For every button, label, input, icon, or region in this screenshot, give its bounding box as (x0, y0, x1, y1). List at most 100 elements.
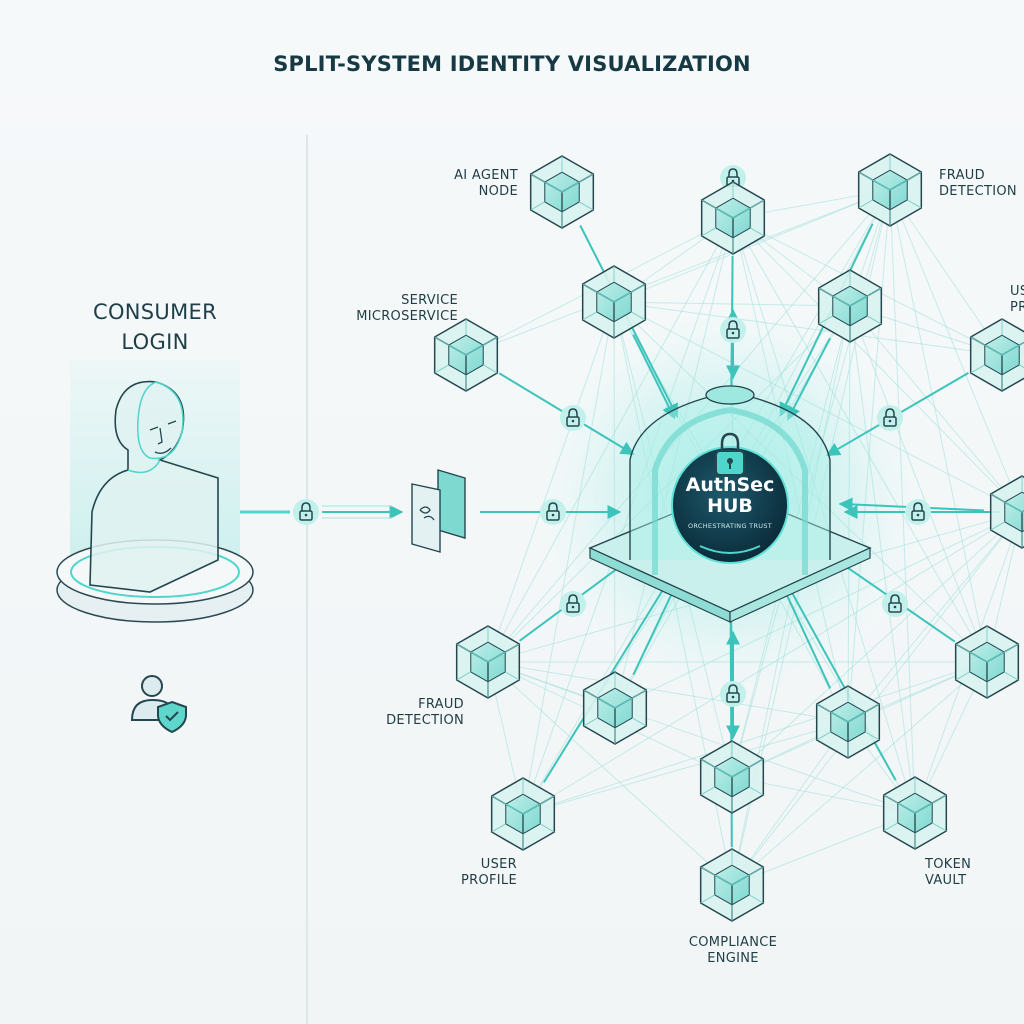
hub-title-line1: AuthSec (685, 474, 775, 496)
cube-upper-mid-left (581, 265, 647, 339)
hub-padlock-icon (715, 432, 745, 476)
mesh-link (487, 661, 733, 886)
cube-right-lower (954, 625, 1020, 699)
label-line1: TOKEN (925, 857, 972, 872)
label-line2: ENGINE (707, 951, 759, 966)
lock-badge-icon (560, 591, 586, 617)
user-shield-icon (130, 675, 187, 734)
lock-badge-icon (720, 317, 746, 343)
cube-token-vault (882, 776, 948, 850)
mesh-link (732, 217, 988, 663)
cube-upper-mid-right (817, 269, 883, 343)
label-line1: COMPLIANCE (688, 935, 778, 950)
mesh-link (522, 511, 1023, 815)
hub-spoke-arrow (780, 582, 832, 689)
mesh-link (732, 217, 916, 814)
mesh-link (847, 511, 1023, 723)
gateway-panel-icon (411, 469, 466, 553)
mesh-link (487, 305, 851, 663)
hub-spoke-arrow (632, 334, 676, 420)
hub-spoke-arrow (632, 581, 678, 676)
cube-ai-agent-node (529, 155, 595, 229)
label-line2: VAULT (925, 873, 967, 888)
mesh-link (889, 189, 916, 814)
cube-fraud-detection-left (455, 625, 521, 699)
consumer-title-line2: LOGIN (121, 330, 189, 354)
mesh-link (613, 301, 1003, 356)
mesh-link (487, 301, 615, 663)
cube-user-profile-right (969, 318, 1024, 392)
cube-upper-compliance (699, 740, 765, 814)
hub-spoke-arrow (785, 580, 897, 781)
lock-badge-icon (560, 405, 586, 431)
label-line1: US (1010, 284, 1024, 299)
mesh-link (731, 661, 988, 886)
cube-service-microservice (433, 318, 499, 392)
mesh-link (732, 217, 849, 723)
label-line2: NODE (478, 184, 518, 199)
mesh-link (613, 301, 988, 663)
label-line2: PROFILE (461, 873, 517, 888)
label-line1: SERVICE (401, 293, 458, 308)
mesh-link (849, 305, 916, 814)
consumer-avatar-figure (56, 380, 254, 623)
cube-right-edge (989, 475, 1024, 549)
service-nodes (433, 153, 1024, 922)
mesh-link (522, 217, 734, 815)
lock-badge-icon (905, 499, 931, 525)
hub-title-line2: HUB (707, 495, 753, 517)
mesh-link (613, 189, 891, 303)
mesh-link (732, 217, 1023, 513)
mesh-link (889, 189, 988, 663)
mesh-link (522, 721, 849, 815)
mesh-link (522, 301, 615, 815)
mesh-link (889, 189, 1023, 513)
consumer-login-title: CONSUMER LOGIN (50, 297, 260, 357)
hub-title: AuthSec HUB (640, 475, 820, 517)
mesh-link (614, 511, 1023, 709)
mesh-link (849, 305, 1023, 513)
mesh-link (889, 189, 1003, 356)
label-line2: DETECTION (386, 713, 464, 728)
label-line2: MICROSERVICE (356, 309, 458, 324)
cube-lower-mid-right (815, 685, 881, 759)
cube-compliance-engine (699, 848, 765, 922)
cube-fraud-detection-top (857, 153, 923, 227)
label-line1: FRAUD (418, 697, 464, 712)
consumer-title-line1: CONSUMER (93, 300, 217, 324)
lock-badges (293, 165, 931, 707)
mesh-link (613, 301, 1023, 513)
mesh-link (614, 217, 734, 709)
mesh-link (731, 721, 849, 886)
split-divider (306, 135, 308, 1024)
cube-user-profile-bottom (490, 777, 556, 851)
mesh-link (465, 189, 891, 356)
mesh-link (731, 511, 1023, 778)
cube-lower-mid-left (582, 671, 648, 745)
hub-spoke-arrow (786, 337, 831, 421)
label-line1: AI AGENT (454, 168, 518, 183)
lock-badge-icon (540, 499, 566, 525)
lock-badge-icon (882, 591, 908, 617)
label-line1: FRAUD (939, 168, 985, 183)
mesh-link (522, 661, 988, 815)
page-title: SPLIT-SYSTEM IDENTITY VISUALIZATION (273, 52, 751, 76)
mesh-link (849, 305, 988, 663)
label-line2: PR (1010, 300, 1024, 315)
cube-top-center (700, 181, 766, 255)
label-user-profile-right: USPR (1010, 284, 1024, 316)
label-line2: DETECTION (939, 184, 1017, 199)
label-line1: USER (480, 857, 517, 872)
lock-badge-icon (720, 681, 746, 707)
mesh-link (487, 661, 849, 723)
hub-subtitle: ORCHESTRATING TRUST (687, 522, 773, 530)
lock-badge-icon (877, 405, 903, 431)
